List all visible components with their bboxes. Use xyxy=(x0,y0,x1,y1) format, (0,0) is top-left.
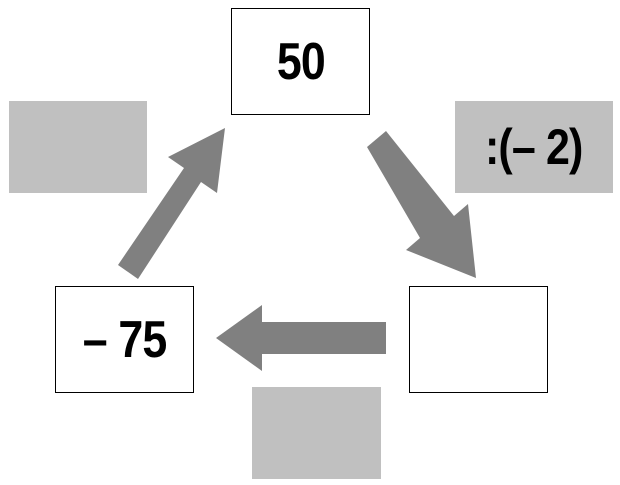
operation-top-to-bottom-right-label: :(– 2) xyxy=(485,119,583,175)
node-top: 50 xyxy=(231,8,370,115)
node-bottom-left-value: – 75 xyxy=(82,310,167,369)
node-bottom-left: – 75 xyxy=(55,286,194,393)
arrow-bottom-left-to-top xyxy=(118,128,225,279)
node-bottom-right xyxy=(409,286,548,393)
arrow-bottom-right-to-bottom-left xyxy=(216,305,386,371)
arrow-top-to-bottom-right xyxy=(367,131,476,278)
operation-bottom-right-to-bottom-left xyxy=(252,387,381,479)
node-top-value: 50 xyxy=(276,32,325,91)
operation-bottom-left-to-top xyxy=(9,101,147,193)
operation-top-to-bottom-right: :(– 2) xyxy=(455,101,613,193)
